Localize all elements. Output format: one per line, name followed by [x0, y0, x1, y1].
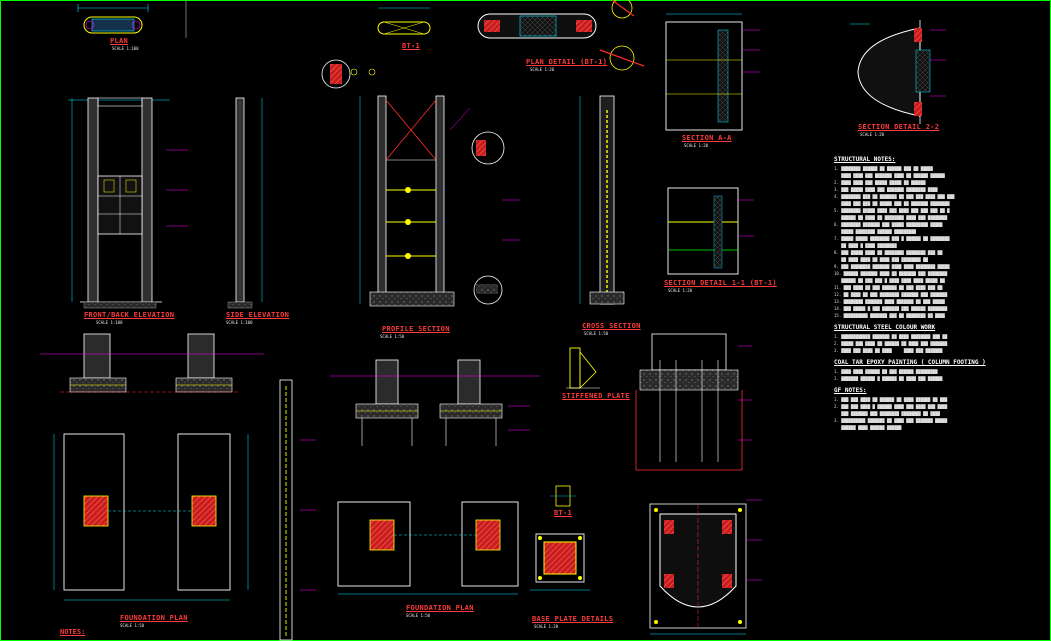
- scale-section-22: SCALE 1:20: [860, 132, 885, 137]
- foundation-plan-center: [337, 501, 519, 595]
- scale-section-aa: SCALE 1:20: [684, 143, 709, 148]
- structural-notes-heading: STRUCTURAL NOTES:: [834, 156, 896, 163]
- bt1-top: [377, 7, 431, 35]
- foundation-section-center: [330, 359, 540, 446]
- title-foundation-plan-1: FOUNDATION PLAN: [120, 614, 188, 622]
- profile-section: [359, 95, 520, 307]
- scale-profile: SCALE 1:50: [380, 334, 405, 339]
- scale-foundation-2: SCALE 1:50: [406, 613, 431, 618]
- title-plan: PLAN: [110, 37, 129, 45]
- section-aa: [665, 13, 760, 131]
- scale-base-plate: SCALE 1:20: [534, 624, 559, 629]
- section-detail-1-1: [667, 187, 754, 275]
- scale-plan-detail: SCALE 1:20: [530, 67, 555, 72]
- scale-foundation-1: SCALE 1:50: [120, 623, 145, 628]
- title-section-aa: SECTION A-A: [682, 134, 732, 142]
- title-section-detail-22: SECTION DETAIL 2-2: [858, 123, 940, 131]
- scale-cross: SCALE 1:50: [584, 331, 609, 336]
- scale-side: SCALE 1:100: [226, 320, 253, 325]
- front-back-elevation: [68, 97, 188, 309]
- scale-section-11: SCALE 1:20: [668, 288, 693, 293]
- title-foundation-plan-2: FOUNDATION PLAN: [406, 604, 474, 612]
- bt1-small: [550, 485, 576, 507]
- section-detail-2-2: [850, 20, 946, 124]
- side-elevation: [227, 97, 263, 309]
- notes-panel: STRUCTURAL NOTES: 1. ████████ ██████ ██ …: [834, 152, 1046, 432]
- title-profile-section: PROFILE SECTION: [382, 325, 450, 333]
- foundation-plan-left: [53, 433, 249, 601]
- coal-tar-heading: COAL TAR EPOXY PAINTING ( COLUMN FOOTING…: [834, 359, 986, 366]
- title-cross-section: CROSS SECTION: [582, 322, 641, 330]
- foundation-section-left: [40, 333, 264, 393]
- cross-section: [579, 95, 625, 305]
- plan-view: [77, 4, 149, 34]
- plan-detail-bt1: [477, 0, 645, 71]
- title-side-elevation: SIDE ELEVATION: [226, 311, 290, 319]
- title-base-plate-details: BASE PLATE DETAILS: [532, 615, 614, 623]
- colour-work-heading: STRUCTURAL STEEL COLOUR WORK: [834, 324, 936, 331]
- title-bt1-small: BT-1: [554, 509, 573, 517]
- title-stiffened-plate: STIFFENED PLATE: [562, 392, 630, 400]
- gf-notes-heading: GF NOTES:: [834, 387, 867, 394]
- title-section-detail-11: SECTION DETAIL 1-1 (BT-1): [664, 279, 777, 287]
- bottom-notes-heading: NOTES:: [60, 628, 86, 636]
- detail-circles-top: [321, 59, 376, 89]
- anchor-section: [635, 333, 752, 471]
- title-front-back-elevation: FRONT/BACK ELEVATION: [84, 311, 175, 319]
- stiffened-plate: [566, 347, 600, 389]
- base-plate-details: [530, 533, 590, 591]
- title-bt1-top: BT-1: [402, 42, 421, 50]
- title-plan-detail: PLAN DETAIL (BT-1): [526, 58, 608, 66]
- scale-front-back: SCALE 1:100: [96, 320, 123, 325]
- semi-circular-base: [649, 499, 762, 635]
- pile-elevation: [279, 379, 316, 641]
- scale-plan: SCALE 1:100: [112, 46, 139, 51]
